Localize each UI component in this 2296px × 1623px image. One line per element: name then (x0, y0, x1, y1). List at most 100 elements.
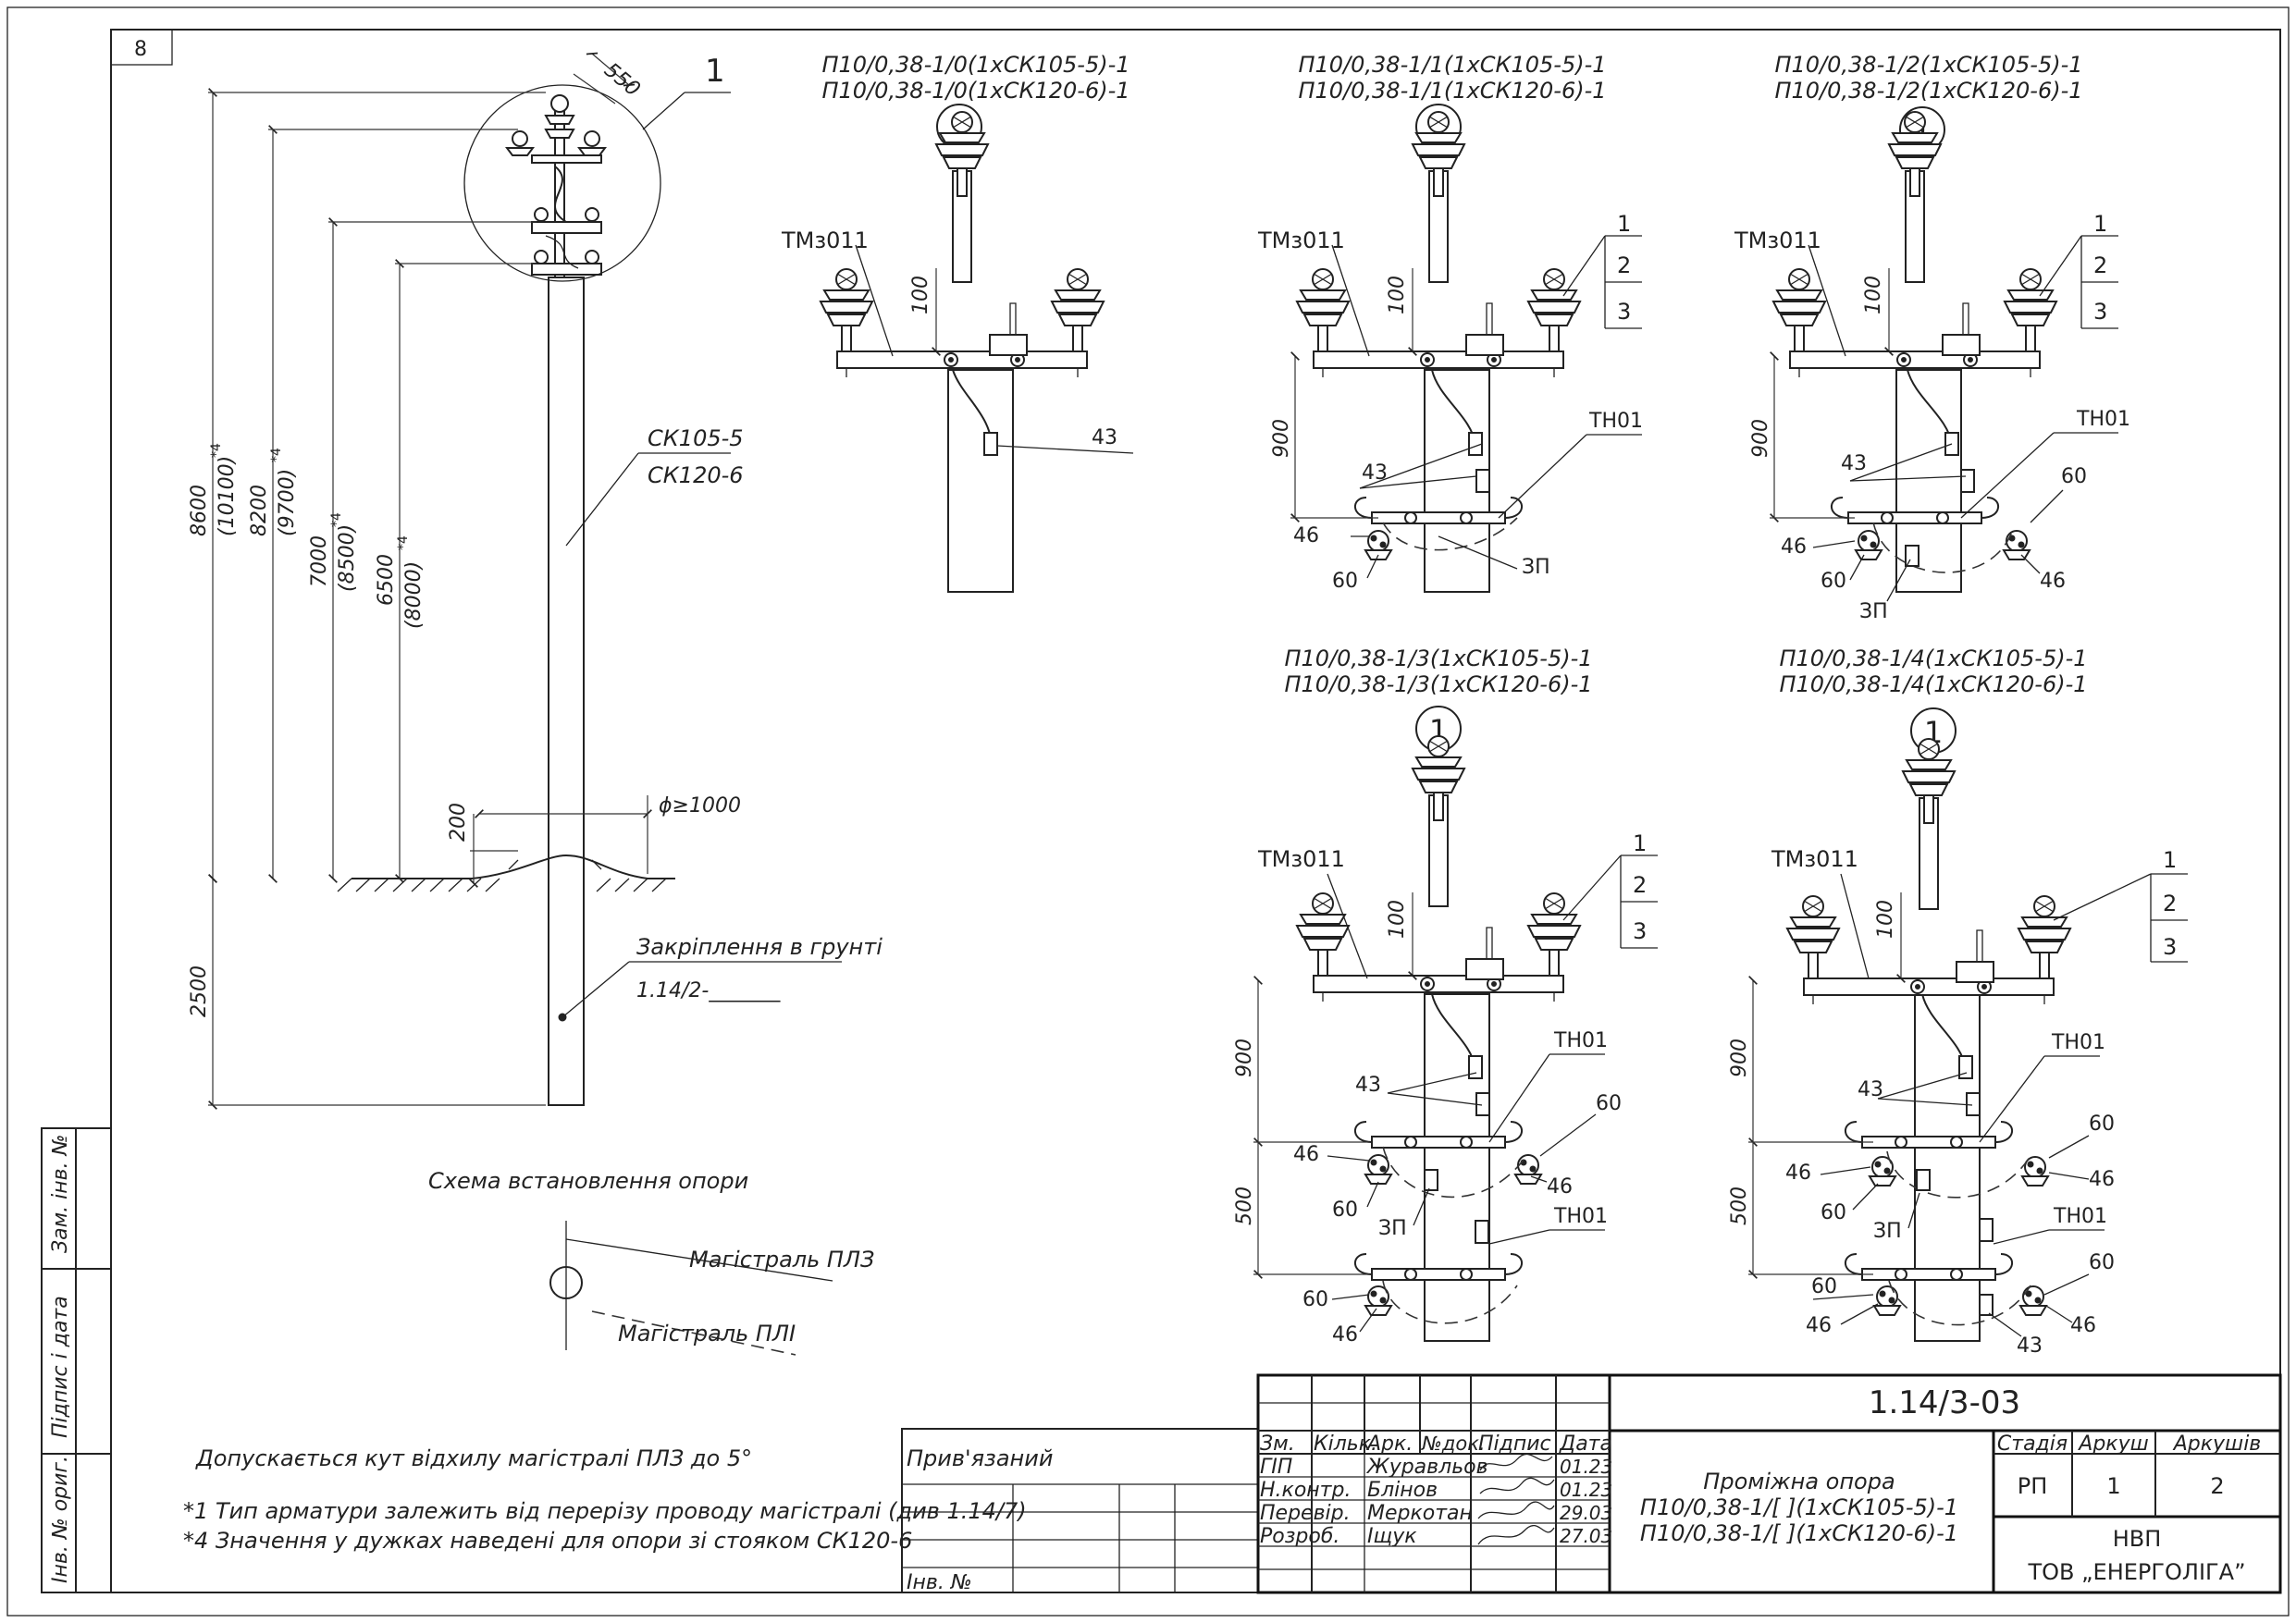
dim-6500-alt: (8000) (402, 561, 426, 629)
variant-2-d900: 900 (1749, 419, 1772, 458)
variant-1-crossarm: ТМз011 (1257, 227, 1345, 253)
tb-code: 1.14/3-03 (1869, 1384, 2020, 1421)
variant-4-callout-1: 1 (2163, 847, 2177, 873)
signatures (1477, 1453, 1555, 1545)
main-pole-view: 1 550 8600 (10100) *4 8200 (9700) *4 700… (188, 52, 883, 1110)
variant-4-d500: 500 (1728, 1187, 1751, 1225)
tb-bound: Прив'язаний (907, 1445, 1053, 1471)
variant-4-gap: 100 (1874, 900, 1897, 939)
variant-2: П10/0,38-1/2(1хСК105-5)-1 П10/0,38-1/2(1… (1734, 52, 2130, 623)
variant-0-crossarm: ТМз011 (781, 227, 869, 253)
variant-3-callout-1: 1 (1633, 830, 1647, 856)
variant-4-label-43b: 43 (2017, 1334, 2043, 1358)
variant-3: П10/0,38-1/3(1хСК105-5)-1 П10/0,38-1/3(1… (1233, 646, 1658, 1346)
dim-7000-alt: (8500) (336, 524, 359, 592)
pole-label-2: СК120-6 (648, 462, 744, 488)
variant-4-label-46d: 46 (2070, 1314, 2096, 1337)
ground-label: Закріплення в грунті (636, 934, 883, 960)
variant-2-gap: 100 (1862, 276, 1885, 314)
note-1: Допускається кут відхилу магістралі ПЛЗ … (195, 1445, 752, 1471)
variant-1-label-th01: ТН01 (1588, 410, 1643, 433)
variant-4-label-th01b: ТН01 (2053, 1205, 2107, 1228)
tb-role-3: Розроб. (1260, 1525, 1339, 1548)
variant-0-line2: П10/0,38-1/0(1хСК120-6)-1 (821, 78, 1129, 104)
variant-2-callout-1: 1 (2093, 211, 2107, 237)
variant-3-d900: 900 (1233, 1039, 1256, 1077)
sheet-number-box (110, 29, 173, 66)
variant-3-label-46c: 46 (1332, 1323, 1358, 1346)
tb-sheet: 1 (2106, 1473, 2120, 1499)
detail-callout-number: 1 (705, 53, 725, 90)
tb-role-2: Перевір. (1260, 1502, 1351, 1525)
variant-3-label-60a: 60 (1596, 1092, 1622, 1115)
variant-0-tag: 43 (1092, 426, 1117, 449)
variant-0: П10/0,38-1/0(1хСК105-5)-1 П10/0,38-1/0(1… (781, 52, 1134, 593)
variant-1-callout-3: 3 (1617, 299, 1631, 325)
tb-desc-3: П10/0,38-1/[ ](1хСК120-6)-1 (1640, 1520, 1958, 1546)
tb-date-0: 01.23 (1560, 1456, 1612, 1478)
variant-2-line2: П10/0,38-1/2(1хСК120-6)-1 (1774, 78, 2082, 104)
ground-dim: 200 (447, 803, 470, 842)
variant-1-callout-2: 2 (1617, 252, 1631, 278)
dim-8600: 8600 (188, 485, 211, 536)
tb-sheets: 2 (2210, 1473, 2224, 1499)
tb-org-1: НВП (2113, 1526, 2162, 1552)
scheme-line-1: Магістраль ПЛЗ (689, 1247, 874, 1273)
tb-date-3: 27.03 (1560, 1525, 1612, 1547)
variant-3-d500: 500 (1233, 1187, 1256, 1225)
dim-8600-alt: (10100) (216, 456, 239, 536)
dim-8200: 8200 (248, 485, 271, 536)
tb-h-data: Дата (1559, 1432, 1612, 1456)
foot-dim: ϕ≥1000 (659, 794, 741, 818)
tb-h-ark: Арк. (1365, 1432, 1413, 1456)
scheme-title: Схема встановлення опори (428, 1168, 748, 1194)
variant-2-label-60b: 60 (1821, 570, 1846, 593)
variant-4-line2: П10/0,38-1/4(1хСК120-6)-1 (1779, 671, 2087, 697)
tb-org-2: ТОВ „ЕНЕРГОЛІГА” (2027, 1559, 2245, 1585)
variant-4-label-46a: 46 (1785, 1162, 1811, 1185)
variant-3-label-60b: 60 (1332, 1199, 1358, 1222)
variant-3-label-46b: 46 (1547, 1175, 1573, 1199)
variant-4-crossarm: ТМз011 (1771, 846, 1858, 872)
variant-3-label-46a: 46 (1293, 1143, 1319, 1166)
variant-1-label-43: 43 (1362, 461, 1388, 485)
stamp-sign-date: Підпис і дата (49, 1296, 72, 1438)
variant-3-label-zp: ЗП (1378, 1217, 1407, 1240)
tb-sheets-h: Аркушів (2172, 1432, 2262, 1456)
variant-4-label-60d: 60 (2089, 1251, 2115, 1274)
variant-2-crossarm: ТМз011 (1734, 227, 1821, 253)
variant-1-callout-1: 1 (1617, 211, 1631, 237)
variant-4-d900: 900 (1728, 1039, 1751, 1077)
outer-border (6, 6, 2290, 1617)
variant-4-line1: П10/0,38-1/4(1хСК105-5)-1 (1779, 646, 2087, 671)
sheet-number: 8 (134, 38, 147, 61)
variant-2-label-th01: ТН01 (2076, 408, 2130, 431)
variant-4-label-46c: 46 (1806, 1314, 1832, 1337)
tb-date-1: 01.23 (1560, 1479, 1612, 1501)
variant-1-label-60: 60 (1332, 570, 1358, 593)
variant-2-label-60a: 60 (2061, 465, 2087, 488)
pole-label-1: СК105-5 (648, 425, 744, 451)
variant-4: П10/0,38-1/4(1хСК105-5)-1 П10/0,38-1/4(1… (1728, 646, 2188, 1358)
tb-stage-h: Стадія (1997, 1432, 2068, 1456)
variant-2-label-46a: 46 (1781, 535, 1807, 559)
tb-name-1: Блінов (1367, 1479, 1438, 1502)
variant-0-line1: П10/0,38-1/0(1хСК105-5)-1 (821, 52, 1129, 78)
variant-2-callout-2: 2 (2093, 252, 2107, 278)
variant-4-label-60b: 60 (1821, 1201, 1846, 1224)
variant-3-line1: П10/0,38-1/3(1хСК105-5)-1 (1284, 646, 1592, 671)
dim-8600-note: *4 (209, 443, 224, 458)
variant-3-label-60c: 60 (1302, 1288, 1328, 1311)
variant-2-label-46b: 46 (2040, 570, 2066, 593)
title-block: Прив'язаний Інв. № Зм. Кільк. Арк. №док.… (901, 1373, 2282, 1594)
tb-h-zm: Зм. (1260, 1432, 1295, 1456)
variant-3-label-43: 43 (1355, 1074, 1381, 1097)
tb-stage: РП (2018, 1473, 2048, 1499)
note-3: *4 Значення у дужках наведені для опори … (183, 1528, 912, 1554)
stamp-replace-inv: Зам. інв. № (49, 1135, 72, 1254)
tb-name-0: Журавльов (1365, 1456, 1488, 1479)
variant-3-gap: 100 (1386, 900, 1409, 939)
variant-3-label-th01a: ТН01 (1553, 1029, 1608, 1052)
variant-3-label-th01b: ТН01 (1553, 1205, 1608, 1228)
